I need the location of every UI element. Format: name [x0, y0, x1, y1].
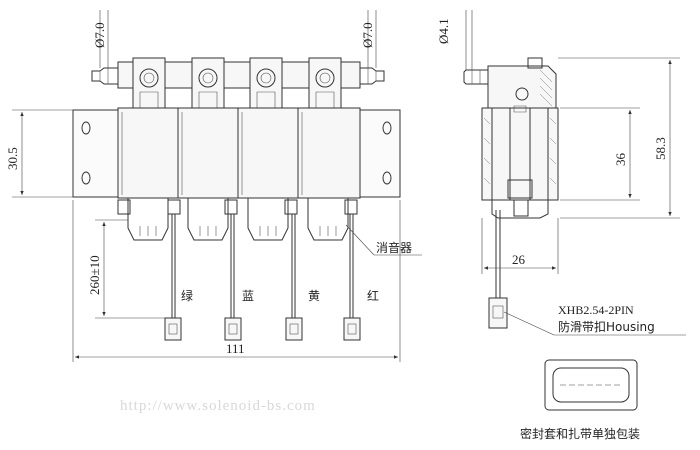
- dim-wire-length: 260±10: [87, 255, 102, 295]
- mufflers: [117, 198, 358, 241]
- coil-bodies: [117, 107, 361, 199]
- wire-color-green: 绿: [181, 288, 193, 303]
- dim-right-tube-dia: Ø7.0: [360, 22, 375, 48]
- side-connector: [488, 297, 508, 329]
- dim-plate-height: 30.5: [5, 147, 20, 170]
- left-hose-barb: [91, 67, 118, 85]
- housing-label: 防滑带扣Housing: [558, 319, 655, 334]
- seal-sleeve-view: 密封套和扎带单独包装: [520, 359, 640, 441]
- muffler-label: 消音器: [376, 240, 412, 255]
- connector-label: XHB2.54-2PIN: [558, 303, 634, 317]
- wires: [171, 214, 354, 318]
- dim-total-height: 58.3: [653, 137, 668, 160]
- watermark: http://www.solenoid-bs.com: [120, 398, 316, 414]
- side-view: Ø4.1 36 58.3 26 XHB2.54-2PIN 防滑带扣Housing: [436, 10, 686, 336]
- dim-left-tube-dia: Ø7.0: [92, 22, 107, 48]
- wire-color-yellow: 黄: [308, 289, 320, 303]
- wire-color-blue: 蓝: [242, 289, 254, 303]
- wire-color-red: 红: [367, 288, 379, 303]
- dim-side-port-dia: Ø4.1: [436, 18, 451, 44]
- side-hose-barb: [463, 69, 488, 85]
- dim-body-width: 26: [512, 252, 526, 267]
- right-hose-barb: [360, 67, 385, 85]
- packaging-note: 密封套和扎带单独包装: [520, 426, 640, 441]
- dim-body-height: 36: [613, 153, 628, 167]
- side-coil-housing: [481, 107, 559, 201]
- wire-connectors: [164, 317, 361, 341]
- left-mounting-plate: [72, 109, 119, 198]
- dim-total-width: 111: [226, 341, 245, 356]
- valve-heads: [132, 57, 342, 111]
- front-view: Ø7.0 Ø7.0 30.5 260±10 111 绿 蓝 黄 红 消音器: [5, 10, 422, 362]
- right-mounting-plate: [359, 109, 401, 198]
